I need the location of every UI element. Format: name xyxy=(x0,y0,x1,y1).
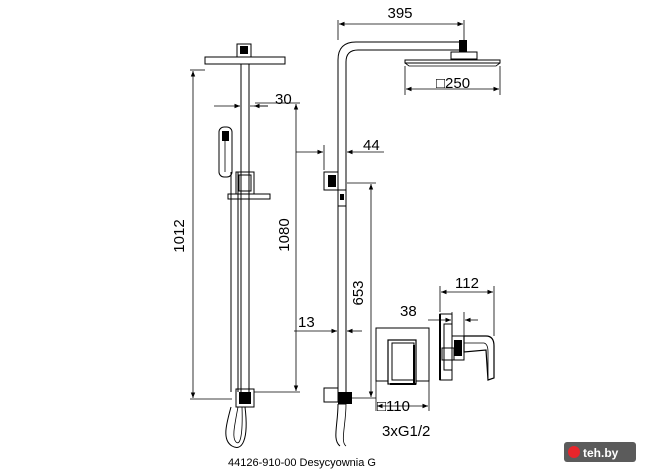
watermark: teh.by xyxy=(564,442,636,462)
slider-holder xyxy=(227,171,271,200)
arm-offset-label: 44 xyxy=(363,137,380,154)
outlet-offset-label: 13 xyxy=(298,314,315,331)
valve-depth-label: 112 xyxy=(455,275,479,292)
outlet-height-label: 653 xyxy=(350,280,367,305)
front-view: 1012 1080 30 xyxy=(171,43,300,448)
side-bottom-outlet xyxy=(323,387,352,405)
head-size-label: □250 xyxy=(436,75,470,92)
side-view: 395 □250 44 653 xyxy=(294,5,501,447)
watermark-background xyxy=(564,442,636,462)
dimension-head-offset: 395 xyxy=(337,5,465,40)
valve-offset-label: 38 xyxy=(400,303,417,320)
hand-shower xyxy=(218,126,233,178)
rain-head-side xyxy=(404,51,501,67)
plate-size-label: □110 xyxy=(377,398,410,415)
hose xyxy=(225,406,247,448)
curved-arm xyxy=(337,41,462,172)
side-holder xyxy=(323,171,347,207)
valve-plate-front: □110 3xG1/2 xyxy=(375,327,430,440)
dimension-outlet-offset: 13 xyxy=(294,314,362,336)
caption-text: 44126-910-00 Desycyownia G xyxy=(228,457,376,469)
valve-side: 38 112 xyxy=(400,275,495,381)
bar-height-label: 1080 xyxy=(276,218,293,251)
dimension-outlet-height: 653 xyxy=(347,182,376,399)
dimension-total-height: 1012 xyxy=(171,69,232,400)
dimension-slide-offset: 30 xyxy=(214,91,292,110)
watermark-dot-icon xyxy=(568,446,580,458)
dimension-head-size: □250 xyxy=(404,66,501,95)
connections-label: 3xG1/2 xyxy=(382,423,430,440)
watermark-text: teh.by xyxy=(583,446,619,460)
dimension-arm-offset: 44 xyxy=(296,137,384,170)
bottom-bracket xyxy=(235,388,255,408)
dimension-bar-height: 1080 xyxy=(254,102,300,393)
head-offset-label: 395 xyxy=(387,5,412,22)
slide-bar xyxy=(230,172,239,392)
slide-offset-label: 30 xyxy=(275,91,292,108)
total-height-label: 1012 xyxy=(171,219,188,252)
rain-head-front xyxy=(204,43,286,65)
riser-bar xyxy=(240,64,250,392)
